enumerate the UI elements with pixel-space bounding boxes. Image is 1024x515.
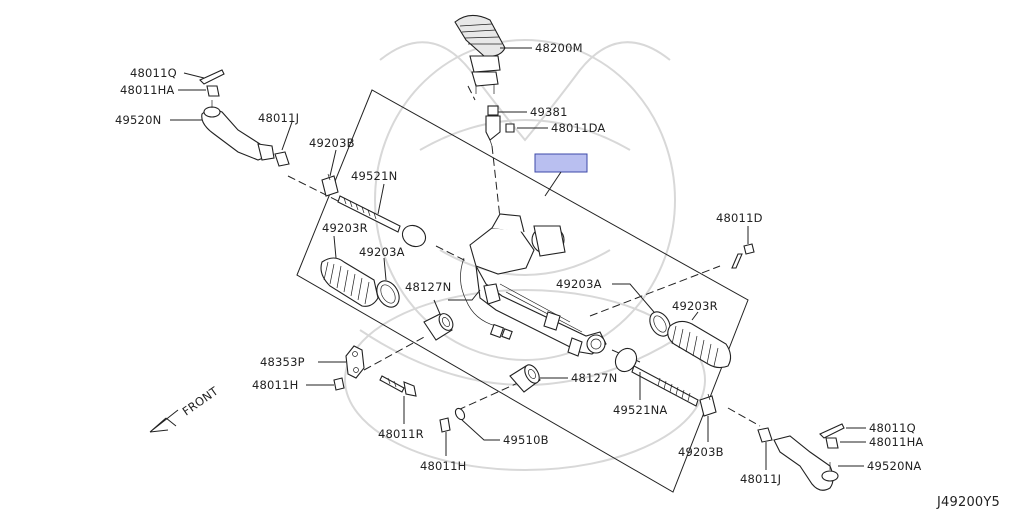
label-49381: 49381 (530, 105, 568, 119)
label-48011H-left: 48011H (252, 378, 298, 392)
label-49203A-right: 49203A (556, 277, 602, 291)
boot-clip-left[interactable] (321, 173, 339, 197)
label-48011D: 48011D (716, 211, 763, 225)
label-48200M: 48200M (535, 41, 583, 55)
boot-clip-right[interactable] (699, 393, 717, 417)
mounting-bracket[interactable] (345, 345, 365, 379)
label-48011HA-left: 48011HA (120, 83, 175, 97)
front-arrow-icon (149, 409, 179, 433)
label-49203B-left: 49203B (309, 136, 355, 150)
highlighted-part-box[interactable] (534, 153, 588, 173)
label-48011H-bottom: 48011H (420, 459, 466, 473)
castle-nut-left[interactable] (206, 85, 220, 97)
inner-socket-left[interactable] (337, 195, 429, 251)
tie-rod-end-right[interactable] (773, 435, 839, 491)
cotter-pin-right[interactable] (819, 423, 845, 439)
label-49203R-right: 49203R (672, 299, 718, 313)
label-48011J-left: 48011J (258, 111, 299, 125)
label-49520NA: 49520NA (867, 459, 921, 473)
boot-clamp-right[interactable] (646, 308, 675, 340)
nut-48011H-left[interactable] (333, 377, 345, 391)
label-48127N-upper: 48127N (405, 280, 451, 294)
label-48011DA: 48011DA (551, 121, 606, 135)
label-48011R: 48011R (378, 427, 424, 441)
label-48353P: 48353P (260, 355, 305, 369)
boot-clamp-left[interactable] (372, 277, 403, 311)
cotter-pin-left[interactable] (199, 69, 225, 85)
assembly-frame (296, 89, 749, 493)
label-49203B-right: 49203B (678, 445, 724, 459)
lock-nut-left[interactable] (274, 151, 290, 167)
label-49521NA: 49521NA (613, 403, 667, 417)
mount-bushing-upper[interactable] (423, 311, 456, 341)
label-49520N: 49520N (115, 113, 161, 127)
intermediate-shaft-boot[interactable] (454, 14, 506, 94)
diagram-id: J49200Y5 (936, 495, 1000, 510)
tie-rod-end-left[interactable] (201, 100, 275, 161)
mount-bushing-lower[interactable] (509, 362, 542, 393)
label-48011HA-right: 48011HA (869, 435, 924, 449)
label-48011J-right: 48011J (740, 472, 781, 486)
bolt-48011DA[interactable] (505, 123, 515, 133)
pinion-sensor[interactable] (485, 105, 501, 147)
label-49203R-left: 49203R (322, 221, 368, 235)
label-49510B: 49510B (503, 433, 549, 447)
label-48127N-lower: 48127N (571, 371, 617, 385)
front-label: FRONT (180, 383, 222, 418)
rack-boot-left[interactable] (320, 257, 379, 307)
stud-bolt[interactable] (379, 375, 417, 397)
label-48011Q-left: 48011Q (130, 66, 177, 80)
label-49521N: 49521N (351, 169, 397, 183)
bolt-48011D[interactable] (731, 243, 755, 269)
inner-socket-right[interactable] (611, 345, 699, 407)
castle-nut-right[interactable] (825, 437, 839, 449)
lock-nut-right[interactable] (757, 427, 773, 443)
label-48011Q-right: 48011Q (869, 421, 916, 435)
label-49203A-left: 49203A (359, 245, 405, 259)
washer-49510B[interactable] (454, 407, 467, 421)
rack-boot-right[interactable] (667, 320, 732, 369)
nut-48011H-bottom[interactable] (439, 417, 451, 433)
